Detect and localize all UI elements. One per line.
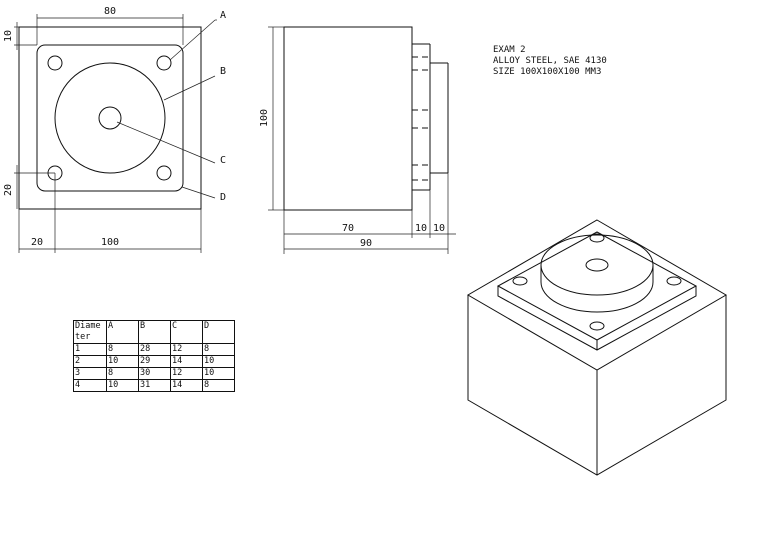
isometric-view: [467, 219, 727, 476]
callout-d: D: [220, 192, 226, 203]
table-header-row: Diame ter A B C D: [73, 320, 235, 344]
dim-70: 70: [342, 223, 354, 234]
table-cell: 12: [170, 367, 203, 380]
note-exam: EXAM 2: [493, 45, 526, 55]
dim-90: 90: [360, 238, 372, 249]
table-header-cell: A: [106, 320, 139, 344]
callout-a: A: [220, 10, 226, 21]
table-cell: 14: [170, 355, 203, 368]
top-view-outer-square: [18, 26, 202, 210]
dim-10b: 10: [433, 223, 445, 234]
front-view-body: [283, 26, 413, 211]
table-cell: 8: [106, 367, 139, 380]
title-notes: EXAM 2 ALLOY STEEL, SAE 4130 SIZE 100X10…: [493, 45, 607, 78]
table-header-cell: C: [170, 320, 203, 344]
table-row: 3 8 30 12 10: [73, 367, 235, 380]
table-cell: 12: [170, 343, 203, 356]
dim-10-left: 10: [3, 30, 14, 42]
table-row: 1 8 28 12 8: [73, 343, 235, 356]
table-cell: 30: [138, 367, 171, 380]
callout-b: B: [220, 66, 226, 77]
callout-c: C: [220, 155, 226, 166]
table-cell: 2: [73, 355, 107, 368]
iso-center-hole: [585, 258, 609, 272]
table-cell: 29: [138, 355, 171, 368]
table-cell: 3: [73, 367, 107, 380]
table-cell: 10: [202, 367, 235, 380]
hole-bottom-right: [156, 165, 172, 181]
table-cell: 10: [106, 355, 139, 368]
top-view: 80 10 20 20 100 A B C D: [3, 6, 226, 253]
dim-10a: 10: [415, 223, 427, 234]
note-size: SIZE 100X100X100 MM3: [493, 67, 602, 77]
table-header-cell: Diame ter: [73, 320, 107, 344]
dim-20-left: 20: [3, 184, 14, 196]
table-cell: 14: [170, 379, 203, 392]
dim-100-bottom: 100: [101, 237, 119, 248]
note-material: ALLOY STEEL, SAE 4130: [493, 56, 607, 66]
table-cell: 8: [202, 343, 235, 356]
top-view-flange: [36, 44, 184, 192]
table-row: 4 10 31 14 8: [73, 379, 235, 392]
iso-boss-top: [540, 234, 654, 296]
table-row: 2 10 29 14 10: [73, 355, 235, 368]
table-cell: 1: [73, 343, 107, 356]
diameter-table: Diame ter A B C D 1 8 28 12 8 2 10 29 14…: [73, 320, 235, 392]
hole-top-right: [156, 55, 172, 71]
dim-100-height: 100: [259, 109, 270, 127]
table-cell: 8: [202, 379, 235, 392]
table-cell: 4: [73, 379, 107, 392]
table-header-cell: D: [202, 320, 235, 344]
hole-top-left: [47, 55, 63, 71]
iso-flange-top: [496, 231, 698, 341]
front-view: 100 70 10 10 90: [259, 26, 456, 254]
dim-20-bottom: 20: [31, 237, 43, 248]
table-cell: 10: [106, 379, 139, 392]
center-hole: [98, 106, 122, 130]
boss-circle: [54, 62, 166, 174]
table-cell: 10: [202, 355, 235, 368]
dim-80: 80: [104, 6, 116, 17]
table-cell: 31: [138, 379, 171, 392]
table-cell: 8: [106, 343, 139, 356]
table-cell: 28: [138, 343, 171, 356]
table-header-cell: B: [138, 320, 171, 344]
